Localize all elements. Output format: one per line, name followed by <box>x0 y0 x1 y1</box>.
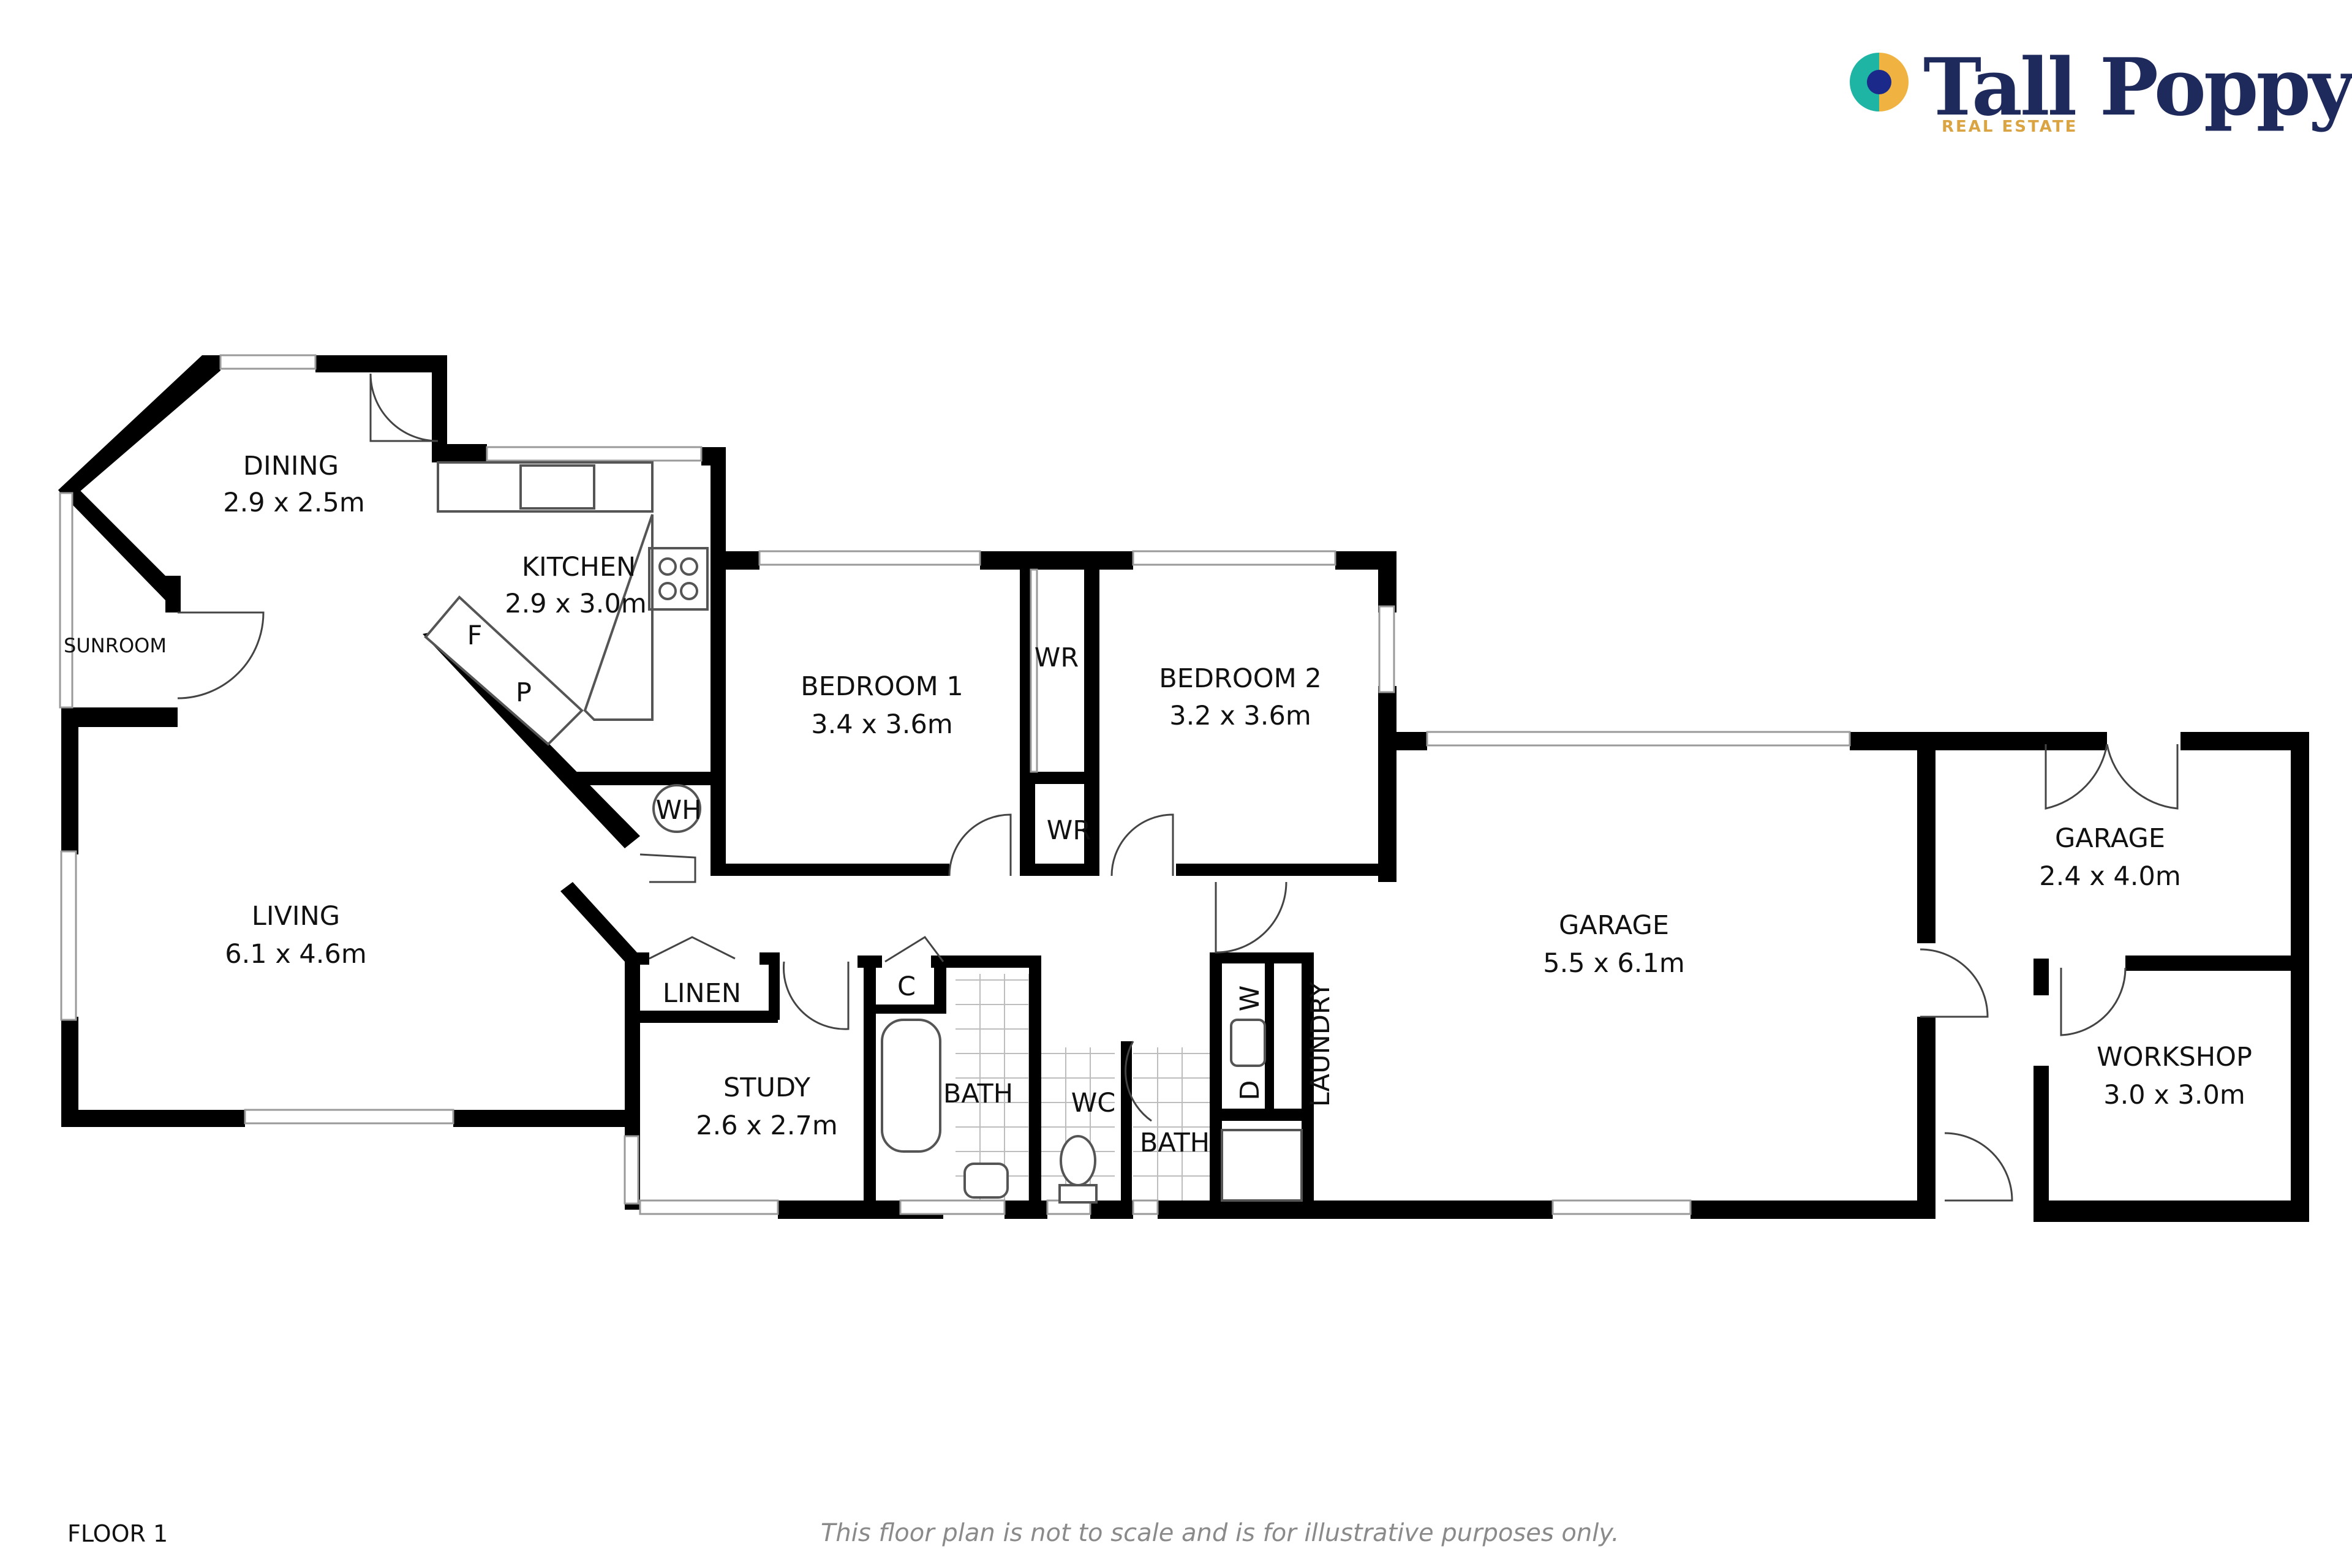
bedroom1-label: BEDROOM 1 <box>801 671 963 702</box>
walls <box>58 355 2309 1222</box>
living-label: LIVING <box>252 901 340 932</box>
wr2-label: WR <box>1047 815 1091 846</box>
washer-label: W <box>1235 986 1265 1012</box>
sunroom-label: SUNROOM <box>64 634 167 657</box>
bedroom2-label: BEDROOM 2 <box>1159 663 1321 694</box>
windows <box>59 354 1851 1215</box>
wh-label: WH <box>656 795 702 826</box>
dining-label: DINING <box>243 451 339 481</box>
kitchen-size: 2.9 x 3.0m <box>505 589 646 619</box>
workshop-size: 3.0 x 3.0m <box>2103 1080 2245 1110</box>
basin-icon <box>963 1163 1009 1199</box>
linen-label: LINEN <box>663 978 741 1009</box>
bedroom1-size: 3.4 x 3.6m <box>811 709 952 740</box>
pantry-label: P <box>516 677 532 708</box>
stove-icon <box>648 547 709 611</box>
floor-label: FLOOR 1 <box>67 1520 168 1547</box>
kitchen-label: KITCHEN <box>522 552 636 582</box>
brand-tagline: REAL ESTATE <box>1942 118 2078 136</box>
dryer-label: D <box>1235 1080 1265 1100</box>
laundry-label: LAUNDRY <box>1305 981 1336 1107</box>
disclaimer-text: This floor plan is not to scale and is f… <box>821 1519 1619 1547</box>
wc-label: WC <box>1071 1088 1116 1118</box>
shower-icon <box>1221 1129 1303 1202</box>
bathtub-icon <box>881 1019 941 1153</box>
wr1-label: WR <box>1035 643 1079 673</box>
sink-icon <box>519 464 595 510</box>
room-labels: DINING 2.9 x 2.5m KITCHEN 2.9 x 3.0m SUN… <box>64 451 2252 1158</box>
bath-tile-pattern <box>956 974 1210 1200</box>
bath2-label: BATH <box>1140 1128 1210 1158</box>
brand-name: Tall Poppy <box>1923 42 2352 134</box>
living-size: 6.1 x 4.6m <box>225 939 366 970</box>
bedroom2-size: 3.2 x 3.6m <box>1169 701 1311 731</box>
fixtures <box>424 461 1303 1204</box>
water-heater-icon <box>652 784 701 833</box>
study-size: 2.6 x 2.7m <box>696 1110 837 1141</box>
bath1-label: BATH <box>943 1079 1013 1109</box>
garage-small-label: GARAGE <box>2055 823 2165 854</box>
study-label: STUDY <box>723 1072 811 1103</box>
brand-mark-icon <box>1850 53 1909 111</box>
garage-main-size: 5.5 x 6.1m <box>1543 948 1684 979</box>
cupboard-label: C <box>897 971 916 1002</box>
brand-logo-block: Tall Poppy REAL ESTATE <box>1844 42 2352 147</box>
garage-small-size: 2.4 x 4.0m <box>2039 861 2180 892</box>
dining-size: 2.9 x 2.5m <box>223 488 364 518</box>
garage-main-label: GARAGE <box>1559 910 1669 941</box>
doors <box>177 373 2179 1202</box>
laundry-sink-icon <box>1230 1019 1266 1067</box>
toilet-icon <box>1060 1135 1096 1186</box>
workshop-label: WORKSHOP <box>2097 1042 2252 1072</box>
fridge-label: F <box>467 620 483 651</box>
